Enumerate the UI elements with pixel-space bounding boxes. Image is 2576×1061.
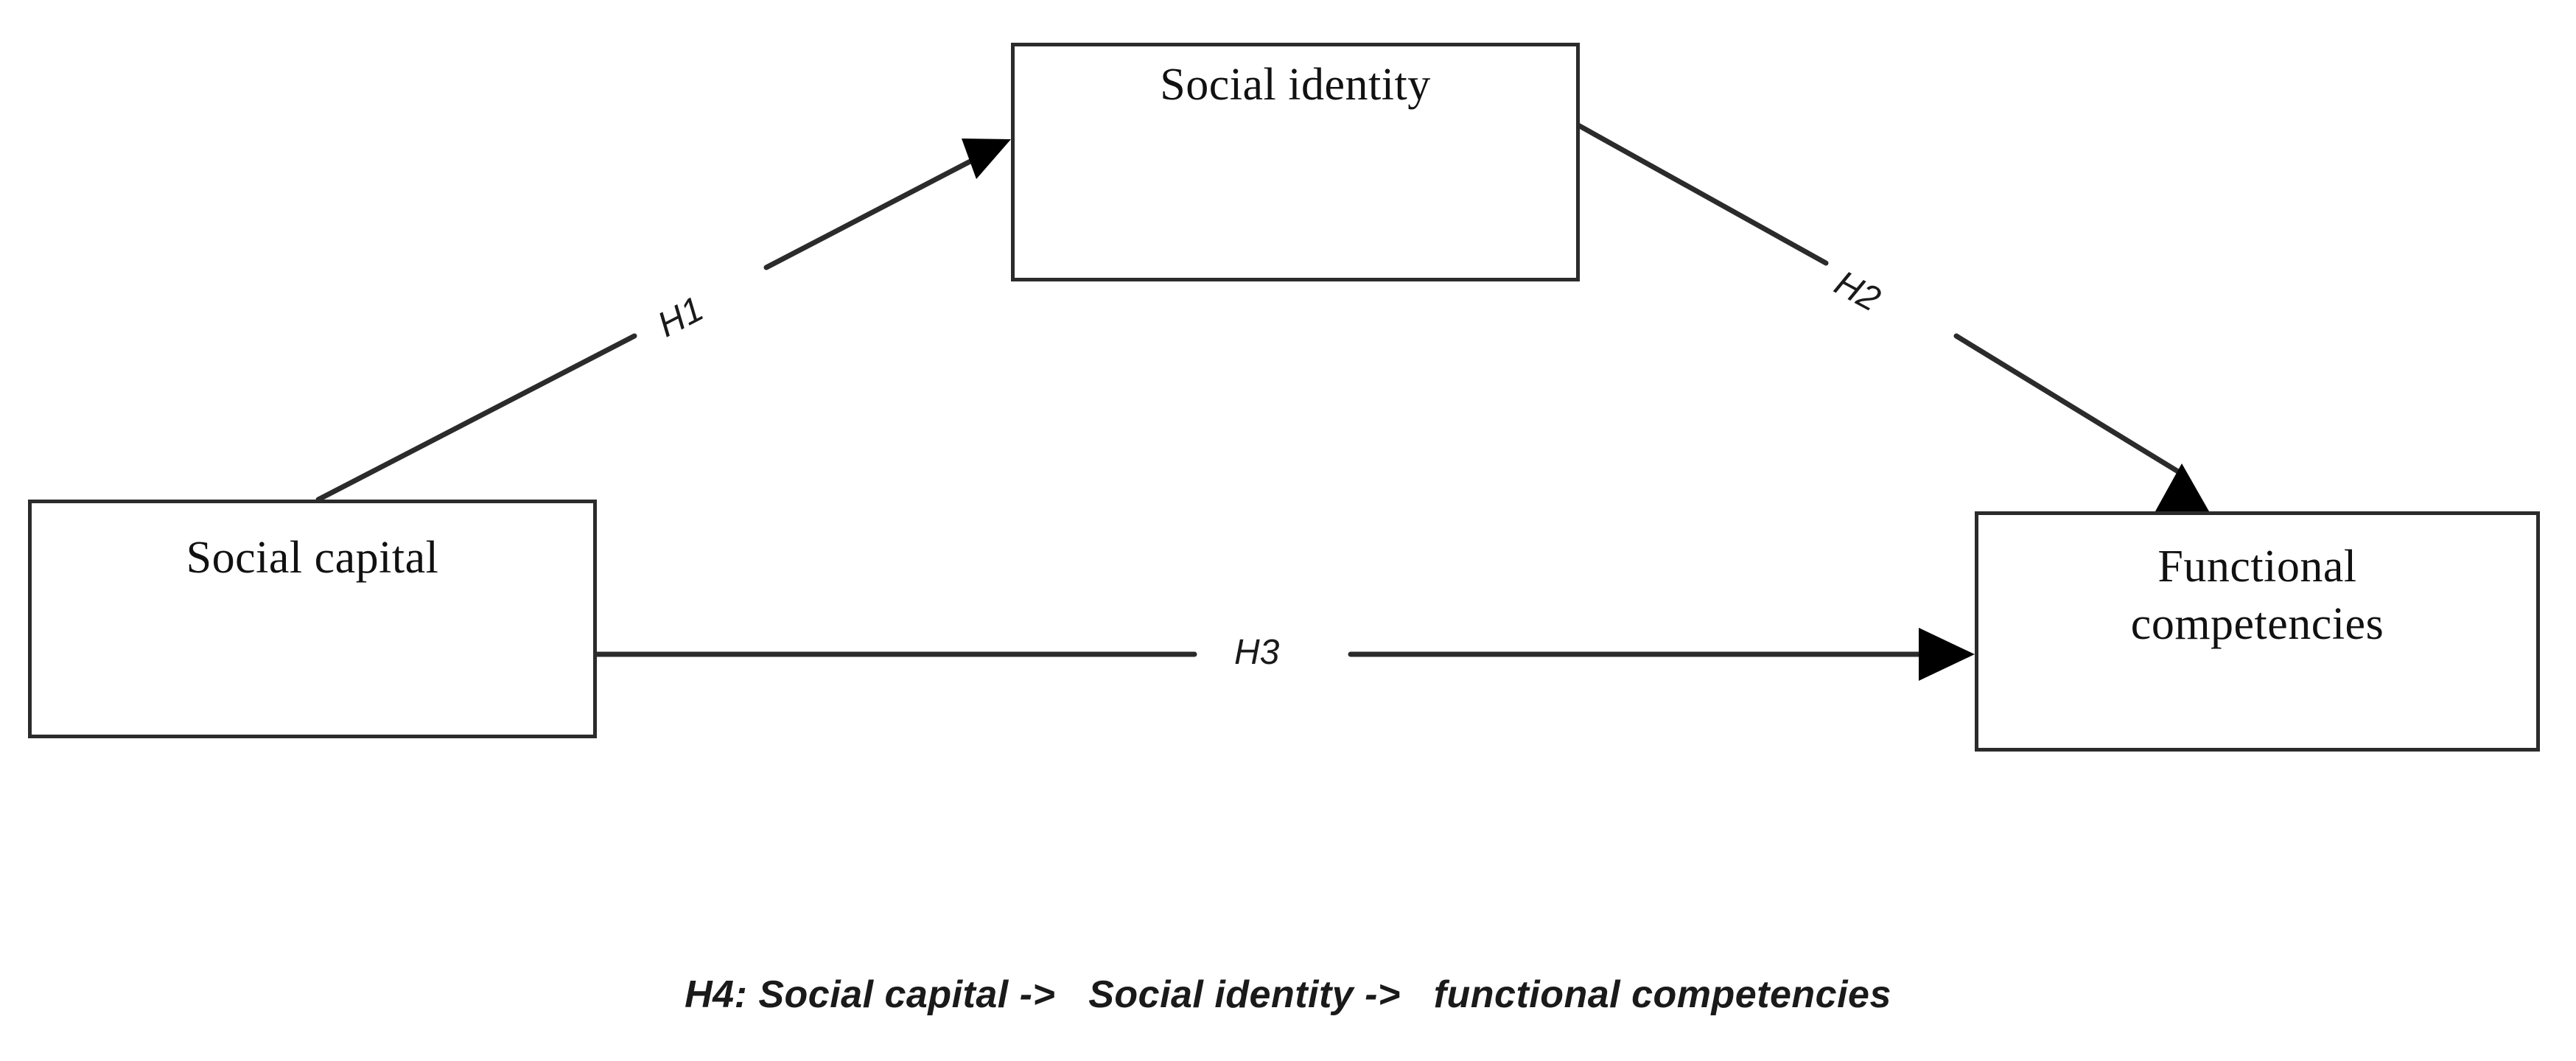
edge-h2 bbox=[1575, 122, 2209, 511]
edge-h1-segment-upper bbox=[763, 151, 987, 270]
edge-h2-segment-lower bbox=[1953, 333, 2181, 475]
edge-h2-arrowhead bbox=[2155, 463, 2209, 511]
node-functional-competencies-label: Functional competencies bbox=[2130, 542, 2384, 649]
hypothesis-h4-caption: H4: Social capital -> Social identity ->… bbox=[685, 973, 1891, 1016]
edge-h2-segment-upper bbox=[1575, 122, 1829, 266]
node-social-identity[interactable]: Social identity bbox=[1011, 43, 1580, 281]
edge-h3-arrowhead bbox=[1919, 628, 1975, 681]
node-functional-competencies[interactable]: Functional competencies bbox=[1975, 511, 2540, 752]
edge-h1 bbox=[315, 139, 1011, 503]
edge-h3 bbox=[592, 628, 1975, 681]
edge-h1-segment-lower bbox=[315, 333, 637, 503]
edge-label-h3: H3 bbox=[1234, 633, 1280, 672]
edge-h1-arrowhead bbox=[962, 139, 1011, 179]
node-social-capital[interactable]: Social capital bbox=[28, 500, 597, 738]
node-social-identity-label: Social identity bbox=[1160, 60, 1431, 110]
node-social-capital-label: Social capital bbox=[186, 533, 439, 583]
